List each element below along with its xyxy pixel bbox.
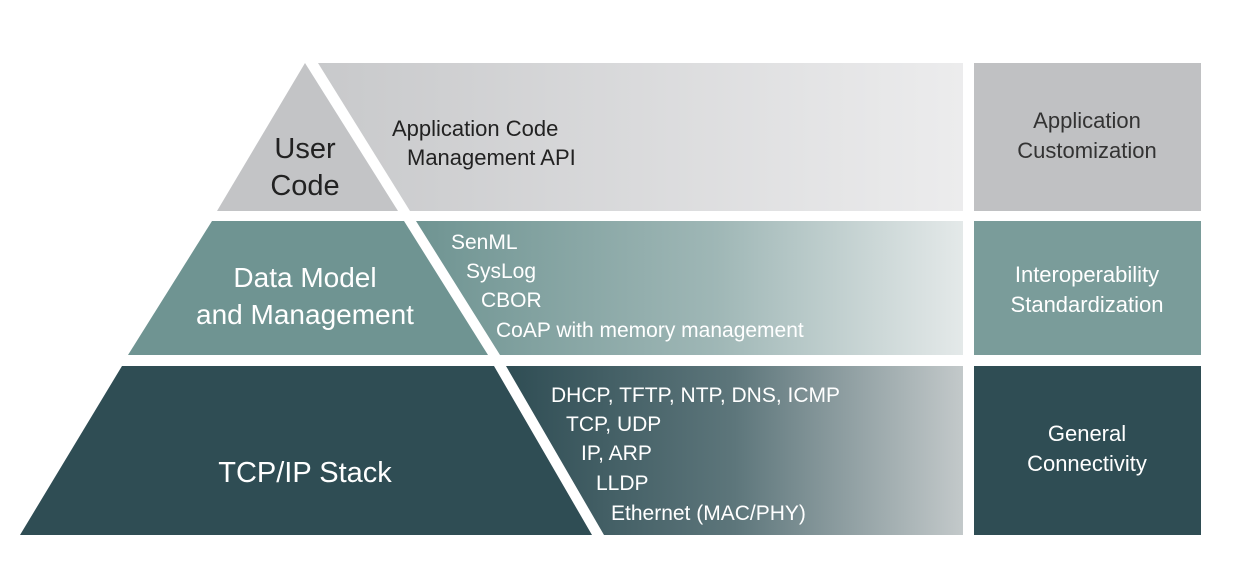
tcpip-title: TCP/IP Stack — [218, 457, 392, 489]
data-model-side-line1: Interoperability — [1015, 262, 1159, 287]
data-model-item: CoAP with memory management — [496, 319, 804, 342]
user-code-side-line1: Application — [1033, 108, 1141, 133]
tcpip-item: LLDP — [596, 472, 649, 495]
user-code-side-line2: Customization — [1017, 138, 1156, 163]
tcpip-trapezoid — [20, 366, 592, 535]
data-model-detail-band — [416, 221, 963, 355]
data-model-side-panel — [974, 221, 1201, 355]
tcpip-item: Ethernet (MAC/PHY) — [611, 502, 806, 525]
user-code-title-line1: User — [274, 133, 336, 165]
tcpip-side-line1: General — [1048, 421, 1126, 446]
tcpip-side-panel — [974, 366, 1201, 535]
data-model-title-line1: Data Model — [233, 262, 376, 293]
data-model-trapezoid — [128, 221, 488, 355]
tcpip-item: IP, ARP — [581, 442, 652, 465]
data-model-item: SenML — [451, 231, 518, 254]
user-code-side-panel — [974, 63, 1201, 211]
user-code-detail-band — [318, 63, 963, 211]
user-code-item: Application Code — [392, 116, 558, 141]
tcpip-detail-band — [506, 366, 963, 535]
layer-tcpip: TCP/IP Stack DHCP, TFTP, NTP, DNS, ICMP … — [20, 366, 1201, 535]
data-model-title-line2: and Management — [196, 299, 414, 330]
data-model-item: SysLog — [466, 260, 536, 283]
tcpip-side-line2: Connectivity — [1027, 451, 1147, 476]
layer-data-model: Data Model and Management SenML SysLog C… — [128, 221, 1201, 355]
user-code-item: Management API — [407, 145, 576, 170]
data-model-side-line2: Standardization — [1011, 292, 1164, 317]
data-model-item: CBOR — [481, 289, 542, 312]
tcpip-item: TCP, UDP — [566, 413, 661, 436]
layer-user-code: User Code Application Code Management AP… — [217, 63, 1201, 211]
user-code-title-line2: Code — [270, 170, 339, 202]
tcpip-item: DHCP, TFTP, NTP, DNS, ICMP — [551, 384, 840, 407]
user-code-triangle — [217, 63, 398, 211]
